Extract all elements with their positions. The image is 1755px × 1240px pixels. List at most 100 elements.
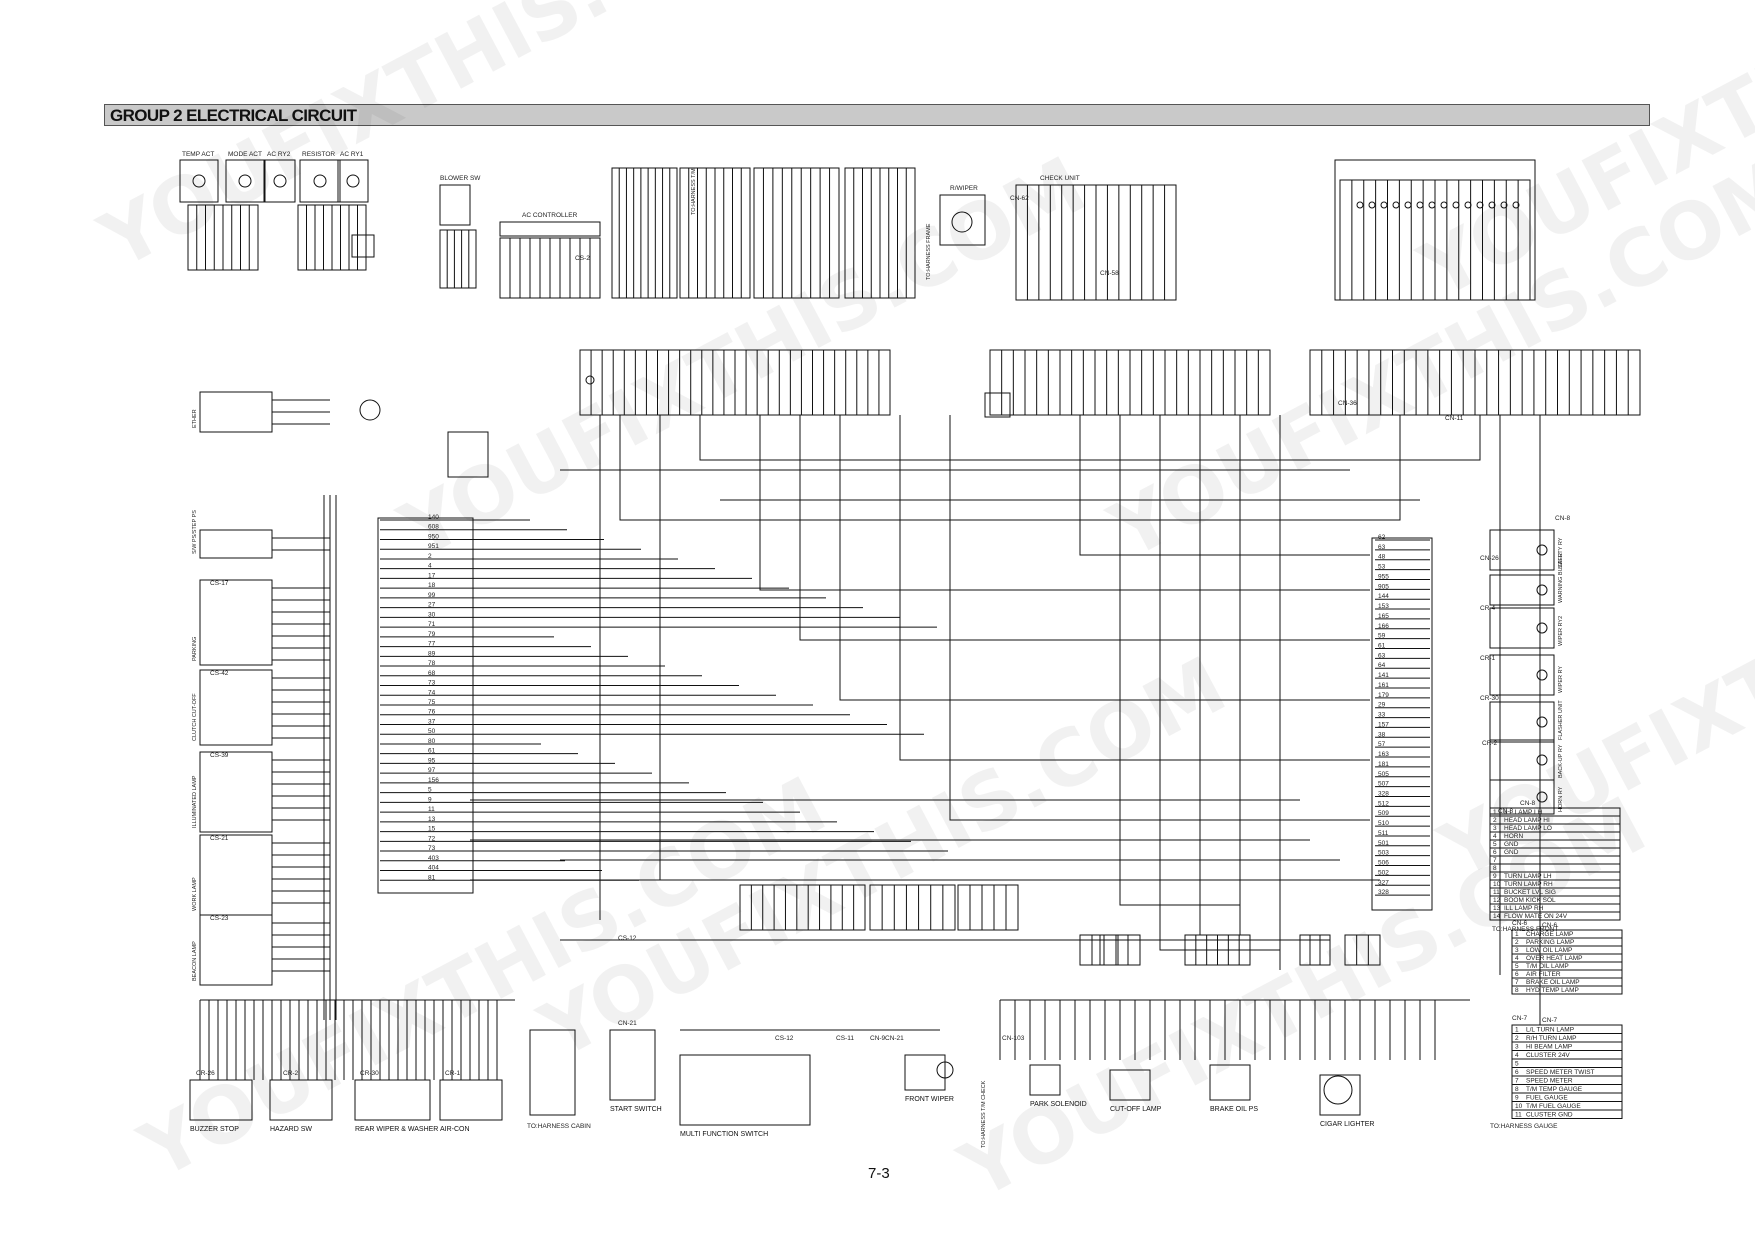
top-component-label: TEMP ACT: [182, 151, 214, 158]
bottom-component-label: HAZARD SW: [270, 1126, 312, 1133]
wire-code: 950: [428, 533, 439, 540]
routed-wire: [899, 415, 1370, 761]
wire-code: 144: [1378, 593, 1389, 600]
wire-code: 71: [428, 621, 436, 628]
wire-code: 510: [1378, 820, 1389, 827]
front-harness-table-row-number: 10: [1493, 881, 1501, 888]
connector-tag: CN-8: [1498, 808, 1514, 815]
bottom-component-label: CIGAR LIGHTER: [1320, 1121, 1374, 1128]
wire-code: 63: [1378, 544, 1386, 551]
relay-coil-symbol: [1536, 716, 1548, 728]
right-relay-label: SAFETY RY: [1558, 537, 1564, 568]
bottom-component-box: [439, 1079, 503, 1121]
wire-code: 512: [1378, 800, 1389, 807]
wire-code: 76: [428, 709, 436, 716]
left-component-box: [199, 529, 273, 559]
wire-code: 13: [428, 816, 436, 823]
wire-code: 68: [428, 670, 436, 677]
right-relay-box: [1489, 529, 1555, 571]
gauge-table-2-row-number: 3: [1515, 1044, 1519, 1051]
wire-code: 64: [1378, 662, 1386, 669]
front-harness-table-row-number: 13: [1493, 905, 1501, 912]
r-wiper-label: R/WIPER: [950, 185, 978, 192]
front-harness-table-row-text: TURN LAMP LH: [1504, 873, 1552, 880]
harness-frame-label: TO:HARNESS FRAME: [926, 223, 932, 280]
cabin-connector-box: [529, 1029, 576, 1116]
wire-code: 2: [428, 553, 432, 560]
gauge-table-1-row-number: 7: [1515, 979, 1519, 986]
wire-code: 509: [1378, 810, 1389, 817]
gauge-table-2-row-number: 4: [1515, 1052, 1519, 1059]
top-component-box: [337, 159, 369, 203]
wire-code: 61: [1378, 643, 1386, 650]
wire-code: 403: [428, 855, 439, 862]
left-component-box: [199, 834, 273, 916]
top-component-box: [299, 159, 341, 203]
wire-code: 608: [428, 524, 439, 531]
wire-code: 63: [1378, 652, 1386, 659]
gauge-table-2-row-number: 5: [1515, 1061, 1519, 1068]
gauge-table-2-row-text: R/H TURN LAMP: [1526, 1035, 1576, 1042]
harness-tm-label: TO:HARNESS T/M: [691, 168, 697, 215]
gauge-table-2-row-number: 10: [1515, 1103, 1523, 1110]
gauge-table-1-row-text: HYD TEMP LAMP: [1526, 987, 1579, 994]
top-component-box: [179, 159, 219, 203]
front-harness-table-row-number: 3: [1493, 825, 1497, 832]
right-relay-label: BACK-UP RY: [1558, 744, 1564, 778]
gauge-table-2-row-text: SPEED METER TWIST: [1526, 1069, 1595, 1076]
blower-motor-box: [351, 234, 375, 258]
top-component-label: AC RY2: [267, 151, 291, 158]
connector-tag: CS-11: [836, 1035, 854, 1042]
harness-gauge-label: TO:HARNESS GAUGE: [1490, 1123, 1558, 1130]
front-wiper-motor: [936, 1061, 954, 1079]
lower-connector-2: [869, 884, 956, 931]
right-relay-box: [1489, 779, 1555, 815]
actuator-symbol: [238, 174, 252, 188]
fuse-terminal: [1404, 201, 1412, 209]
component-boxes: [179, 159, 1641, 1126]
bottom-component-box: [1029, 1064, 1061, 1096]
right-relay-label: HORN RY: [1558, 786, 1564, 812]
actuator-symbol: [313, 174, 327, 188]
ac-controller-label: AC CONTROLLER: [522, 212, 578, 219]
connector-tag: CN-26: [1480, 555, 1499, 562]
wire-code: 501: [1378, 840, 1389, 847]
connector-tag: CN-58: [1100, 270, 1119, 277]
wire-code: 81: [428, 874, 436, 881]
fuse-terminal: [1368, 201, 1376, 209]
wire-code: 80: [428, 738, 436, 745]
front-harness-table-row-text: BOOM KICK SOL: [1504, 897, 1556, 904]
wire-code: 328: [1378, 889, 1389, 896]
connector-tag: CR-30: [1480, 695, 1499, 702]
relay-coil-symbol: [1536, 791, 1548, 803]
bottom-component-label: MULTI FUNCTION SWITCH: [680, 1131, 768, 1138]
wire-code: 153: [1378, 603, 1389, 610]
watermark-text: YOUFIXTHIS.COM: [86, 0, 800, 287]
gauge-table-1-row-text: T/M OIL LAMP: [1526, 963, 1569, 970]
lower-connector-7: [1299, 934, 1331, 966]
connector-label: CS-21: [210, 835, 229, 842]
wire-code: 74: [428, 689, 436, 696]
right-relay-box: [1489, 701, 1555, 743]
fuse-terminal: [1356, 201, 1364, 209]
front-harness-table-row-number: 7: [1493, 857, 1497, 864]
lower-connector-5: [1099, 934, 1119, 966]
routed-wire: [839, 415, 1370, 701]
tm-connector-3: [753, 167, 840, 299]
fuse-terminal: [1428, 201, 1436, 209]
connector-tag: CR-4: [1480, 605, 1496, 612]
front-harness-table-row-text: HORN: [1504, 833, 1523, 840]
connector-label: CS-39: [210, 752, 229, 759]
gauge-table-1-row-number: 2: [1515, 939, 1519, 946]
relay-coil-symbol: [1536, 669, 1548, 681]
wire-code: 4: [428, 563, 432, 570]
front-harness-table-row-text: GND: [1504, 841, 1519, 848]
wire-code: 59: [1378, 633, 1386, 640]
relay-coil-symbol: [1536, 754, 1548, 766]
left-component-label: PARKING: [192, 637, 198, 661]
gauge-table-2-row-text: T/M FUEL GAUGE: [1526, 1103, 1581, 1110]
connector-tag: CR-30: [360, 1070, 379, 1077]
wire-code: 157: [1378, 721, 1389, 728]
